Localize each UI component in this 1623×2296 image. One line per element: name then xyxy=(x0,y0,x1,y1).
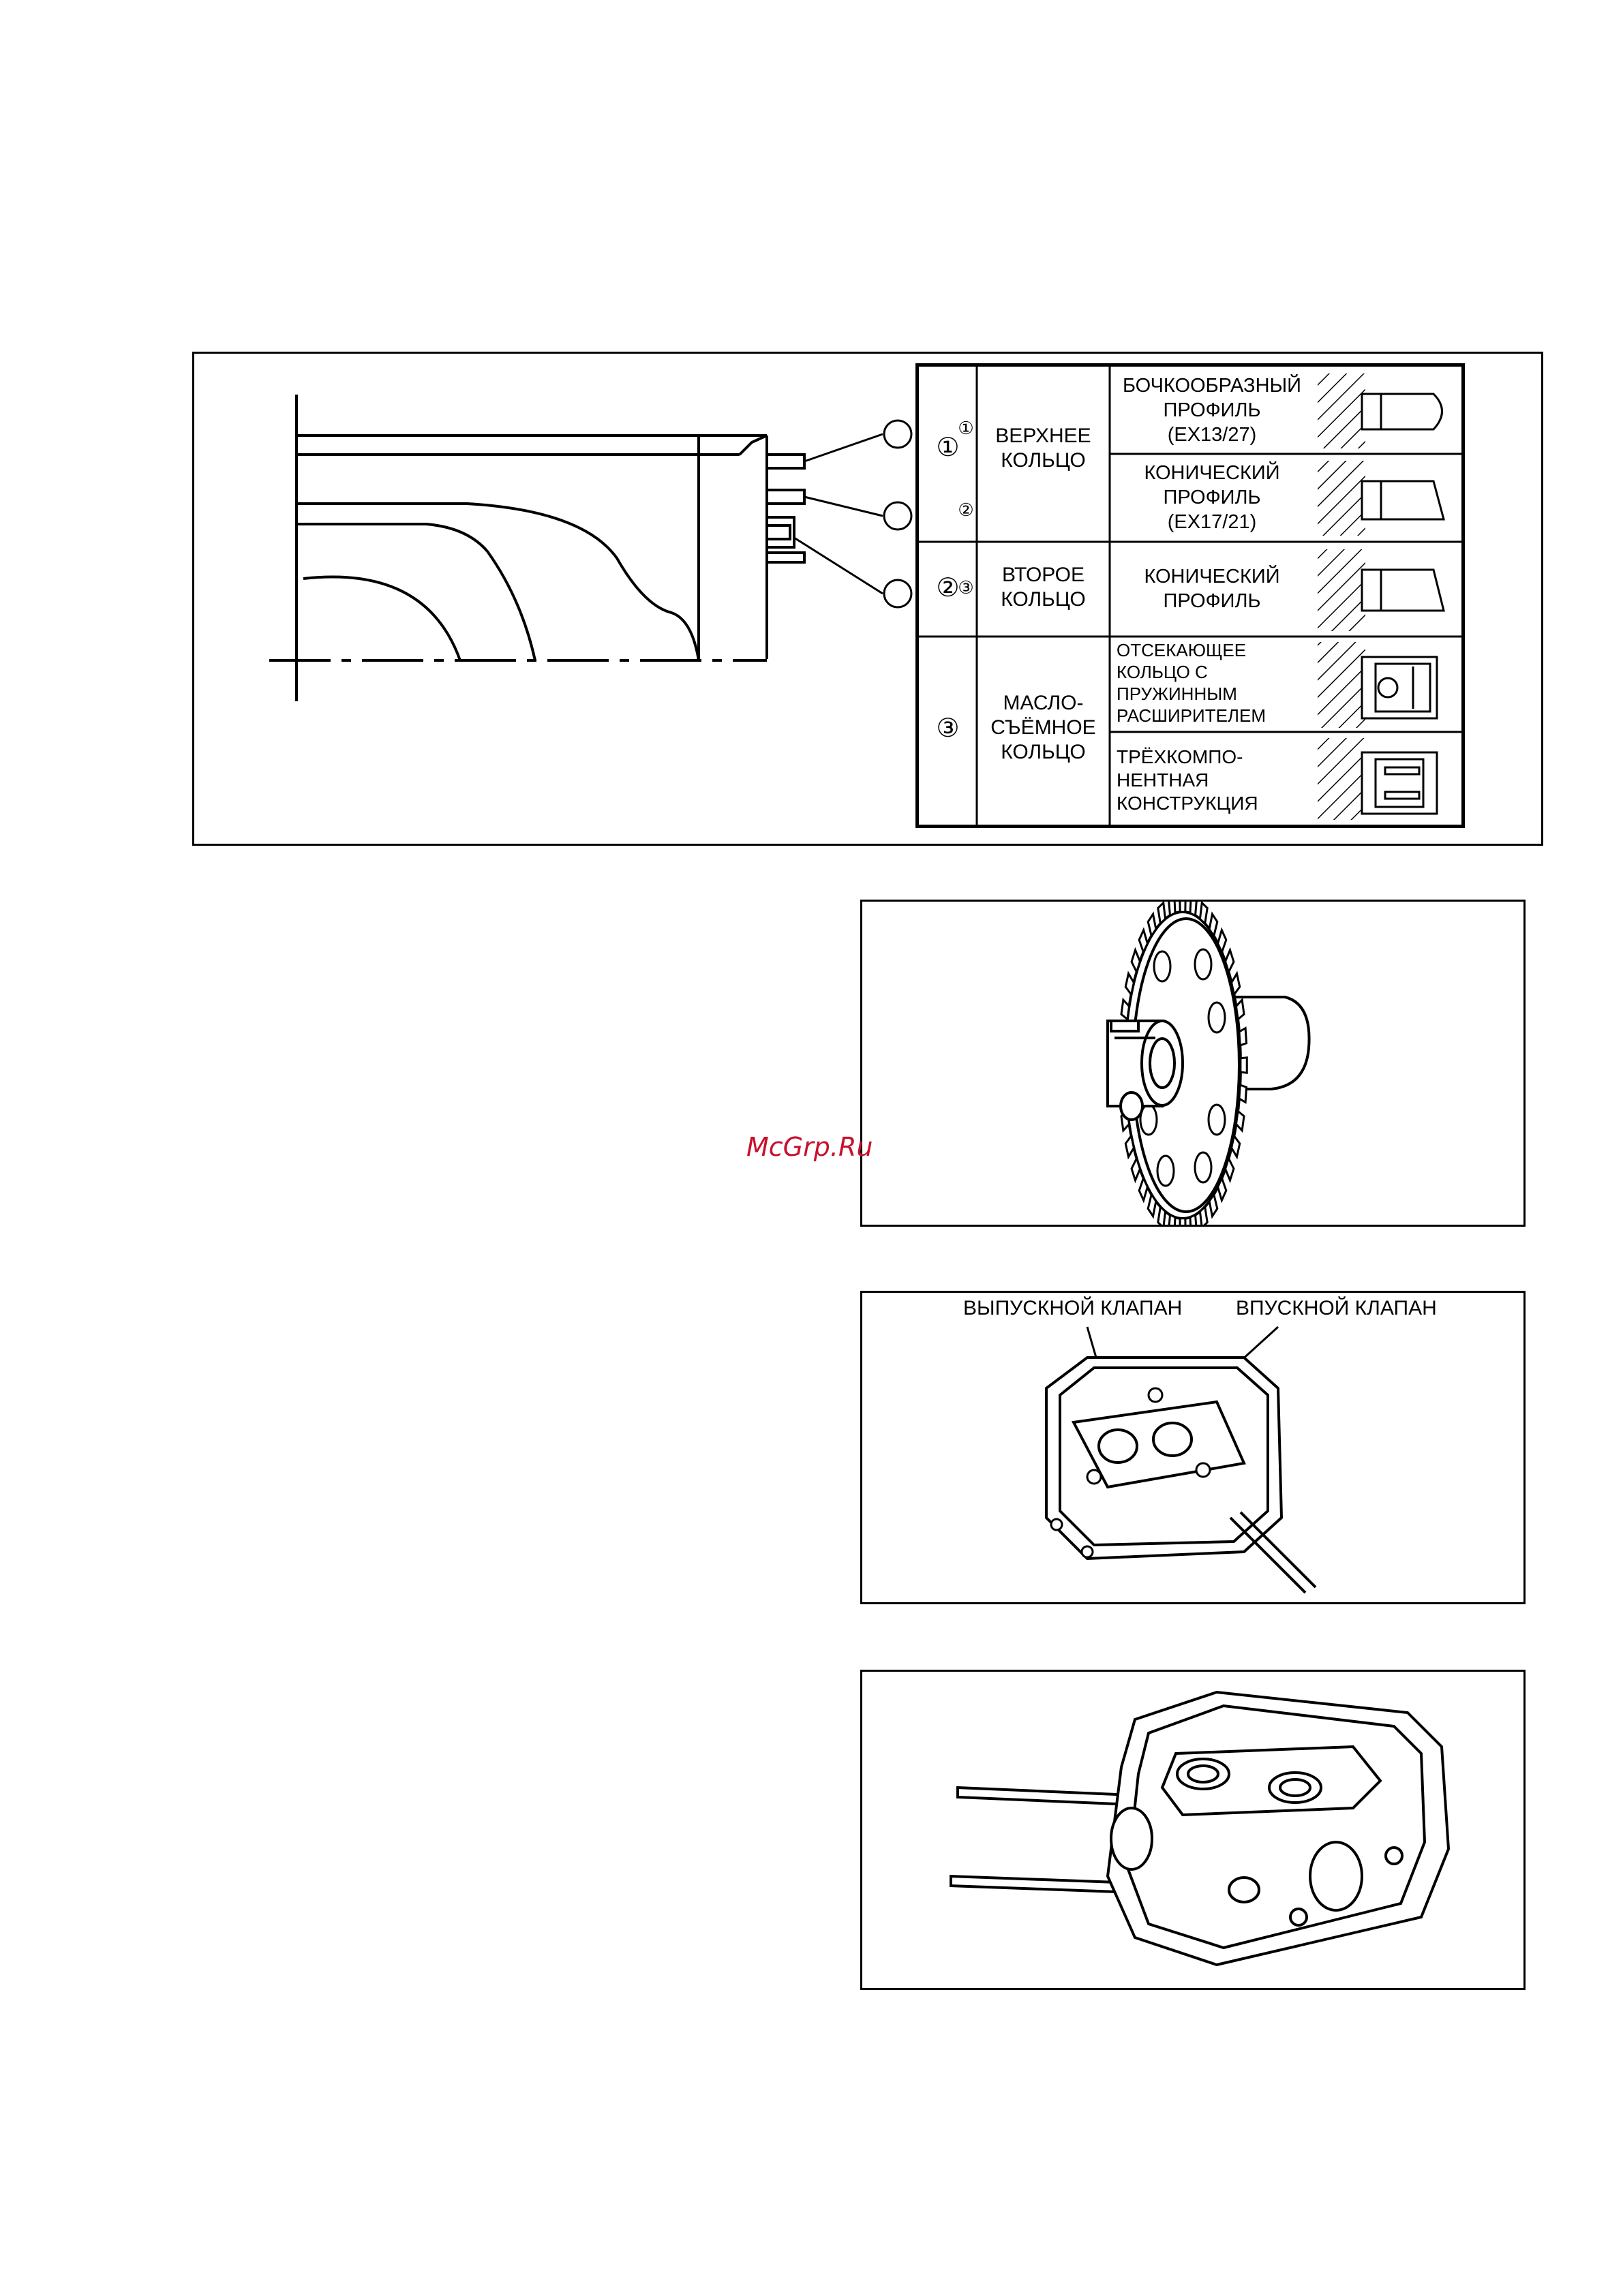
profile-oil-expander: ОТСЕКАЮЩЕЕ КОЛЬЦО С ПРУЖИННЫМ РАСШИРИТЕЛ… xyxy=(1117,639,1321,726)
gear-tooth xyxy=(1121,1000,1129,1020)
profile-line: РАСШИРИТЕЛЕМ xyxy=(1117,705,1321,726)
ring-3-number: ③ xyxy=(919,713,977,744)
camshaft-gear-drawing xyxy=(862,902,1523,1225)
ring-3-name-line: СЪЁМНОЕ xyxy=(977,716,1110,740)
ring-1-number: ① xyxy=(919,432,977,463)
gear-tooth xyxy=(1241,1058,1247,1073)
profile-line: БОЧКООБРАЗНЫЙ xyxy=(1110,373,1314,398)
ring-2-name: ВТОРОЕ КОЛЬЦО xyxy=(977,563,1110,612)
gear-tooth xyxy=(1209,914,1217,936)
gear-tooth xyxy=(1158,1207,1166,1225)
gear-tooth xyxy=(1190,902,1197,915)
profile-line: КОНИЧЕСКИЙ xyxy=(1110,461,1314,485)
gear-tooth xyxy=(1158,903,1166,924)
profile-line: КОЛЬЦО С xyxy=(1117,661,1321,683)
ring-1-name-line: ВЕРХНЕЕ xyxy=(977,424,1110,448)
profile-line: (EX13/27) xyxy=(1110,423,1314,447)
gear-tooth xyxy=(1125,974,1134,995)
profile-line: КОНИЧЕСКИЙ xyxy=(1110,564,1314,589)
valves-figure: ВЫПУСКНОЙ КЛАПАН ВПУСКНОЙ КЛАПАН xyxy=(860,1291,1526,1604)
ring-2-name-line: ВТОРОЕ xyxy=(977,563,1110,587)
gear-tooth xyxy=(1232,974,1240,995)
ring-2-number: ② xyxy=(919,572,977,603)
gear-tooth xyxy=(1190,1215,1197,1225)
profile-line: ПРОФИЛЬ xyxy=(1110,589,1314,613)
profile-line: КОНСТРУКЦИЯ xyxy=(1117,792,1321,815)
profile-line: ПРОФИЛЬ xyxy=(1110,485,1314,510)
gear-tooth xyxy=(1236,1111,1244,1131)
ring-3-name-line: КОЛЬЦО xyxy=(977,740,1110,765)
ring-2-name-line: КОЛЬЦО xyxy=(977,587,1110,612)
ring-3-name-line: МАСЛО- xyxy=(977,691,1110,716)
profile-line: ОТСЕКАЮЩЕЕ xyxy=(1117,639,1321,661)
gear-tooth xyxy=(1200,903,1207,924)
ring-3-name: МАСЛО- СЪЁМНОЕ КОЛЬЦО xyxy=(977,691,1110,765)
profile-tapered-top: КОНИЧЕСКИЙ ПРОФИЛЬ (EX17/21) xyxy=(1110,461,1314,534)
gear-tooth xyxy=(1239,1085,1247,1102)
cylinder-head-drawing xyxy=(862,1672,1523,1988)
ring-1-name-line: КОЛЬЦО xyxy=(977,448,1110,473)
gear-tooth xyxy=(1125,1136,1134,1157)
gear-tooth xyxy=(1148,914,1156,936)
profile-line: (EX17/21) xyxy=(1110,510,1314,534)
gear-tooth xyxy=(1239,1028,1247,1045)
gear-tooth xyxy=(1226,950,1234,972)
profile-line: ТРЁХКОМПО- xyxy=(1117,746,1321,769)
gear-tooth xyxy=(1148,1195,1156,1216)
gear-tooth xyxy=(1168,1215,1175,1225)
gear-tooth xyxy=(1168,902,1175,915)
piston-ring-figure: ① ② ③ xyxy=(192,352,1543,846)
gear-tooth xyxy=(1209,1195,1217,1216)
gear-tooth xyxy=(1132,950,1140,972)
cylinder-head-figure xyxy=(860,1670,1526,1990)
cylinder-head-valves-drawing xyxy=(862,1293,1523,1602)
profile-line: ПРОФИЛЬ xyxy=(1110,398,1314,423)
ring-1-name: ВЕРХНЕЕ КОЛЬЦО xyxy=(977,424,1110,473)
gear-tooth xyxy=(1180,902,1185,912)
gear-tooth xyxy=(1180,1219,1185,1225)
profile-tapered-second: КОНИЧЕСКИЙ ПРОФИЛЬ xyxy=(1110,564,1314,613)
camshaft-figure: McGrp.Ru xyxy=(860,900,1526,1227)
piston-section-drawing xyxy=(262,374,978,715)
gear-tooth xyxy=(1200,1207,1207,1225)
gear-tooth xyxy=(1226,1159,1234,1180)
gear-tooth xyxy=(1232,1136,1240,1157)
watermark: McGrp.Ru xyxy=(746,1132,873,1162)
gear-tooth xyxy=(1132,1159,1140,1180)
ring-table: ① ② ③ ВЕРХНЕЕ КОЛЬЦО ВТОРОЕ КОЛЬЦО МАСЛО… xyxy=(915,363,1465,828)
profile-barrel: БОЧКООБРАЗНЫЙ ПРОФИЛЬ (EX13/27) xyxy=(1110,373,1314,447)
profile-line: НЕНТНАЯ xyxy=(1117,769,1321,792)
profile-line: ПРУЖИННЫМ xyxy=(1117,683,1321,705)
profile-three-piece: ТРЁХКОМПО- НЕНТНАЯ КОНСТРУКЦИЯ xyxy=(1117,746,1321,815)
